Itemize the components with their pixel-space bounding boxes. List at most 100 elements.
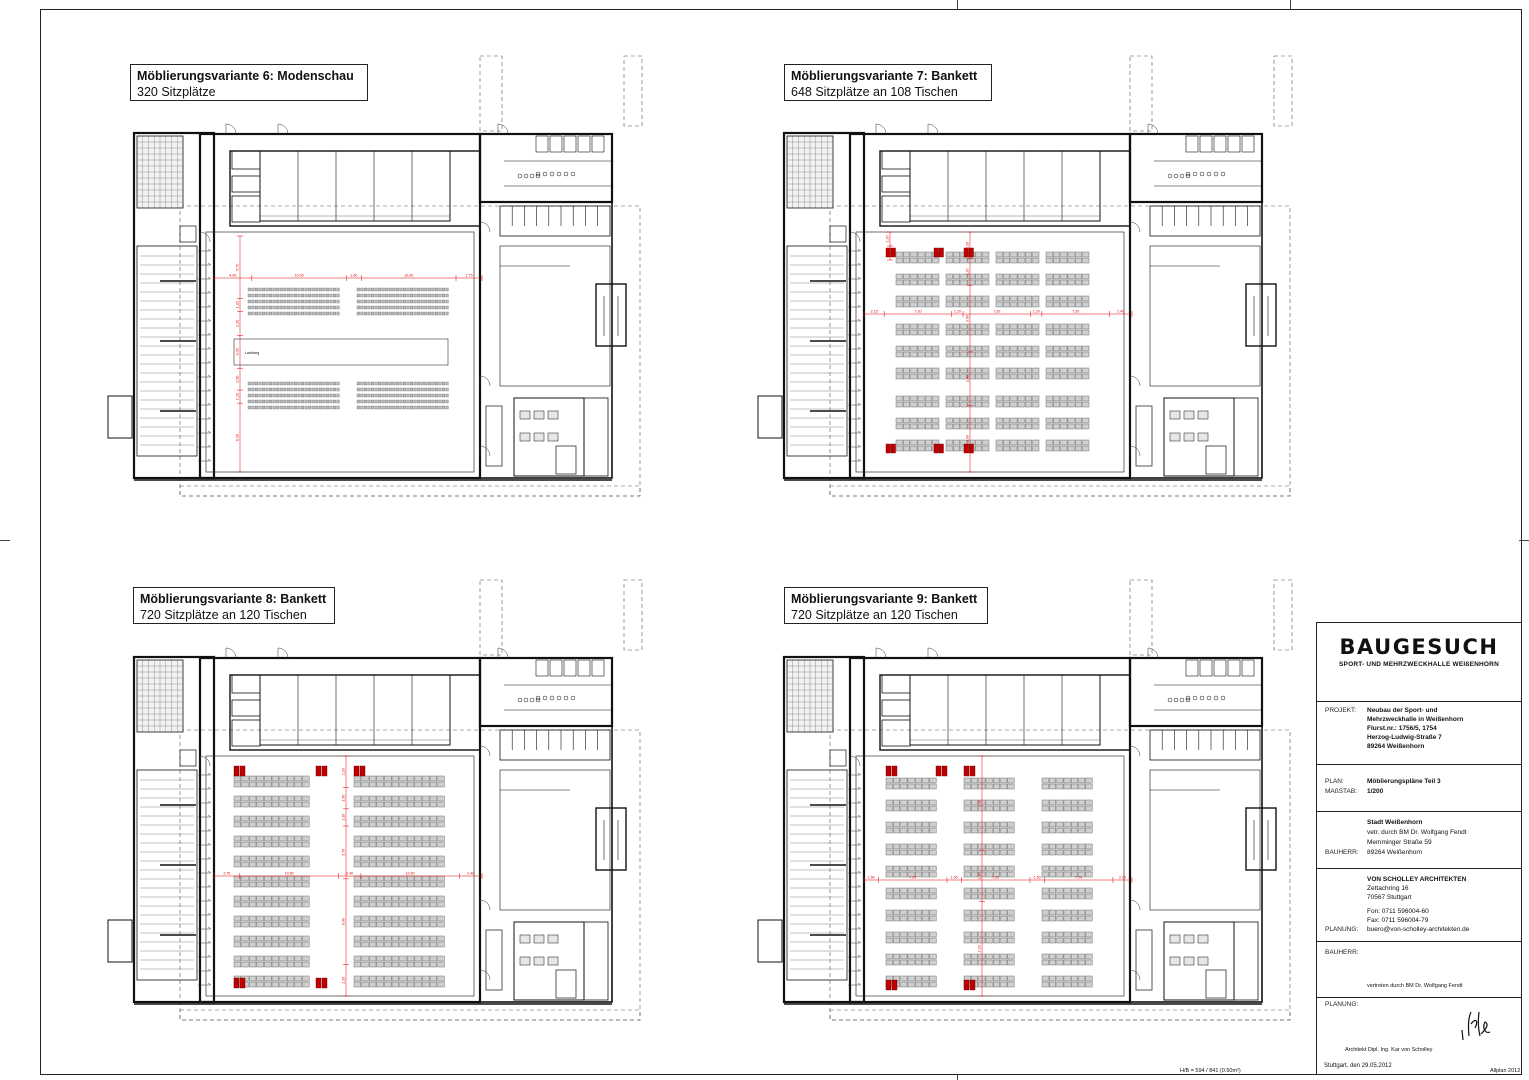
- chair: [392, 305, 396, 310]
- banquet-table: [271, 781, 280, 788]
- chair: [445, 387, 449, 392]
- banquet-table: [1017, 367, 1025, 374]
- chair: [424, 287, 428, 292]
- chair: [363, 293, 367, 298]
- banquet-table: [376, 861, 384, 868]
- banquet-table: [963, 805, 971, 812]
- banquet-table: [917, 345, 925, 352]
- banquet-table: [233, 895, 242, 902]
- banquet-table: [922, 777, 930, 784]
- chair: [247, 287, 251, 292]
- chair: [410, 293, 413, 298]
- banquet-table: [1025, 417, 1032, 424]
- dim-value: 7.20: [992, 876, 999, 880]
- banquet-table: [1060, 445, 1068, 452]
- banquet-table: [376, 895, 384, 902]
- banquet-table: [895, 367, 903, 374]
- banquet-table: [384, 875, 392, 882]
- banquet-table: [895, 373, 903, 380]
- chair: [322, 311, 326, 316]
- banquet-table: [885, 783, 893, 790]
- banquet-table: [1025, 295, 1032, 302]
- banquet-table: [914, 909, 922, 916]
- banquet-table: [903, 401, 911, 408]
- banquet-table: [361, 935, 369, 942]
- banquet-table: [1056, 821, 1064, 828]
- banquet-table: [907, 953, 915, 960]
- banquet-table: [391, 861, 400, 868]
- banquet-table: [294, 975, 302, 982]
- banquet-table: [1003, 417, 1011, 424]
- banquet-table: [995, 351, 1003, 358]
- banquet-table: [1032, 439, 1040, 446]
- chair: [434, 399, 438, 404]
- wc-cabin: [591, 659, 605, 677]
- title-block: BAUGESUCH SPORT- UND MEHRZWECKHALLE WEIß…: [1316, 622, 1522, 1075]
- chair: [276, 399, 280, 404]
- chair: [385, 305, 389, 310]
- door-swing: [1129, 221, 1141, 233]
- wc-fixture: [523, 697, 529, 703]
- banquet-table: [917, 445, 925, 452]
- banquet-table: [1056, 827, 1064, 834]
- banquet-table: [914, 915, 922, 922]
- wc-cabin: [577, 659, 591, 677]
- chair: [290, 311, 294, 316]
- entry-arrow: [857, 982, 862, 986]
- banquet-table: [248, 901, 257, 908]
- chair: [276, 299, 280, 304]
- entry-arrow: [857, 842, 862, 846]
- chair: [333, 393, 336, 398]
- changing-rooms: [1149, 729, 1261, 761]
- chair: [367, 305, 371, 310]
- banquet-table: [971, 871, 979, 878]
- banquet-table: [1075, 373, 1082, 380]
- banquet-table: [256, 795, 264, 802]
- panel-title: Möblierungsvariante 7: Bankett: [791, 69, 978, 83]
- chair: [413, 405, 417, 410]
- banquet-table: [422, 895, 430, 902]
- banquet-table: [353, 795, 362, 802]
- banquet-table: [995, 279, 1003, 286]
- chair: [293, 305, 297, 310]
- dim-value: 3.00: [966, 315, 970, 322]
- chair: [395, 393, 399, 398]
- banquet-table: [974, 439, 982, 446]
- banquet-table: [929, 975, 937, 982]
- banquet-table: [1010, 301, 1018, 308]
- banquet-table: [932, 401, 940, 408]
- entrance-box: [1245, 283, 1277, 347]
- banquet-table: [294, 921, 302, 928]
- banquet-table: [1053, 273, 1060, 280]
- banquet-table: [256, 915, 264, 922]
- chair: [293, 381, 297, 386]
- chair: [297, 381, 301, 386]
- banquet-table: [982, 439, 990, 446]
- banquet-table: [414, 901, 422, 908]
- planung-line: Zettachring 16: [1367, 885, 1409, 892]
- banquet-table: [953, 301, 961, 308]
- banquet-table: [953, 395, 961, 402]
- banquet-table: [907, 893, 915, 900]
- chair: [254, 311, 258, 316]
- banquet-table: [1078, 915, 1086, 922]
- banquet-table: [960, 367, 968, 374]
- banquet-table: [384, 815, 392, 822]
- chair: [356, 287, 360, 292]
- banquet-table: [995, 417, 1003, 424]
- chair: [395, 405, 399, 410]
- banquet-table: [1010, 373, 1018, 380]
- banquet-table: [922, 827, 930, 834]
- panel-title: Möblierungsvariante 9: Bankett: [791, 592, 978, 606]
- banquet-table: [885, 937, 893, 944]
- fold-mark: [1519, 540, 1529, 541]
- banquet-table: [1085, 783, 1093, 790]
- banquet-table: [422, 935, 430, 942]
- chair: [388, 405, 392, 410]
- entry-arrow: [207, 276, 212, 280]
- chair: [427, 405, 431, 410]
- room: [231, 719, 261, 747]
- chair: [301, 381, 304, 386]
- wc-fixture: [570, 171, 576, 177]
